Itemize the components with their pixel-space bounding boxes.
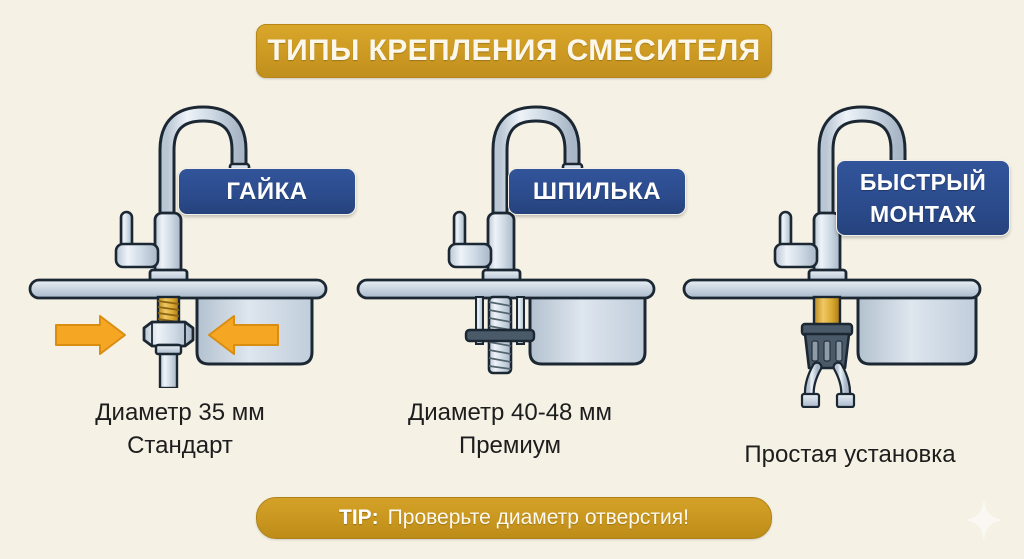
faucet-handle [114, 210, 160, 269]
badge-stud: ШПИЛЬКА [508, 168, 686, 215]
caption-nut-mount: Диаметр 35 мм Стандарт [0, 396, 360, 462]
threaded-shank [156, 295, 181, 327]
supply-pipe [154, 343, 183, 388]
diagram-stud-mount: ШПИЛЬКА [352, 88, 686, 388]
badge-nut-label: ГАЙКА [226, 177, 308, 205]
page-title-banner: ТИПЫ КРЕПЛЕНИЯ СМЕСИТЕЛЯ [256, 24, 772, 78]
countertop [356, 278, 656, 300]
caption-stud-mount: Диаметр 40-48 мм Премиум [330, 396, 690, 462]
badge-stud-label: ШПИЛЬКА [532, 177, 662, 205]
badge-quick-mount-label-line2: МОНТАЖ [869, 201, 977, 227]
caption-stud-diameter: Диаметр 40-48 мм [407, 399, 613, 426]
badge-quick-mount-label-line1: БЫСТРЫЙ [859, 169, 987, 195]
faucet-illustration-1 [28, 105, 328, 388]
diagram-nut-mount: ГАЙКА [22, 88, 356, 388]
arrow-right-icon [55, 315, 126, 355]
quick-connect-collar [800, 322, 854, 370]
sink-basin [856, 282, 978, 366]
page-title: ТИПЫ КРЕПЛЕНИЯ СМЕСИТЕЛЯ [267, 34, 761, 67]
sink-basin [528, 282, 647, 366]
crossbar-plate [464, 328, 536, 343]
brass-sleeve [812, 295, 842, 329]
hex-nut [142, 320, 195, 348]
side-rods [475, 296, 525, 345]
faucet-handle [447, 210, 493, 269]
tip-banner: TIP: Проверьте диаметр отверстия! [256, 497, 772, 539]
diagram-quick-mount: БЫСТРЫЙ МОНТАЖ [676, 88, 1012, 408]
flexible-hoses [800, 361, 856, 408]
badge-quick-mount: БЫСТРЫЙ МОНТАЖ [836, 160, 1010, 236]
tip-label: TIP: [339, 506, 379, 529]
faucet-illustration-2 [356, 105, 656, 375]
arrow-left-icon [208, 315, 279, 355]
badge-nut: ГАЙКА [178, 168, 356, 215]
caption-nut-tier: Стандарт [127, 432, 233, 459]
caption-stud-tier: Премиум [458, 432, 562, 459]
countertop [682, 278, 982, 300]
countertop [28, 278, 328, 300]
caption-quick-mount: Простая установка [680, 438, 1020, 471]
caption-nut-diameter: Диаметр 35 мм [95, 399, 265, 426]
caption-quick-mount-text: Простая установка [744, 441, 956, 468]
faucet-handle [773, 210, 819, 269]
tip-text: Проверьте диаметр отверстия! [387, 506, 689, 529]
sparkle-star-icon [964, 499, 1004, 541]
faucet-illustration-3 [682, 105, 982, 408]
